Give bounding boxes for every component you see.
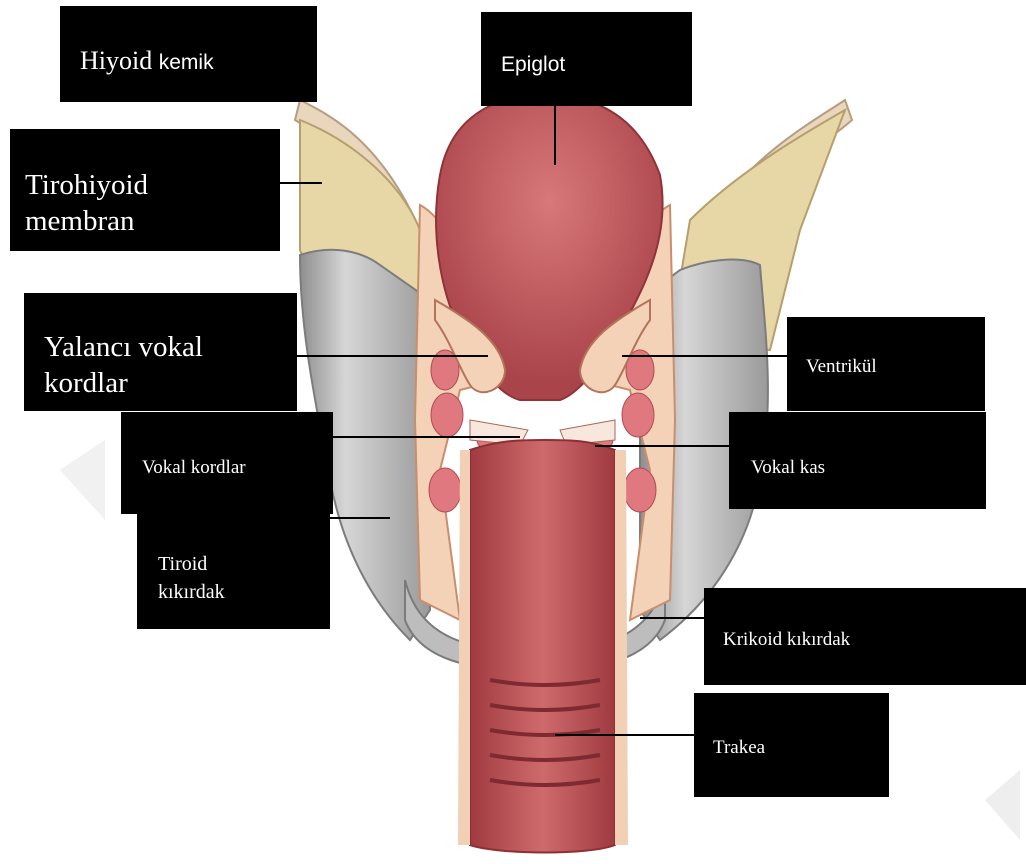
label-vokal-kordlar-text: Vokal kordlar (142, 456, 333, 480)
trachea-wall-left (458, 450, 470, 845)
muscle-left-2 (431, 393, 463, 437)
muscle-right-4 (624, 468, 656, 512)
label-hiyoid-word: Hiyoid (80, 46, 152, 75)
label-krikoid-text: Krikoid kıkırdak (723, 628, 1026, 652)
label-ventrikul: Ventrikül (787, 317, 985, 411)
label-yalanci-vokal-kordlar: Yalancı vokal kordlar (24, 293, 297, 411)
label-vokal-kordlar: Vokal kordlar (121, 412, 333, 514)
label-hiyoid-kemik: Hiyoid kemik (60, 6, 317, 102)
label-tirohiyoid-membran: Tirohiyoid membran (10, 129, 280, 251)
label-trakea-text: Trakea (713, 736, 889, 760)
label-epiglot: Epiglot (481, 12, 692, 106)
muscle-left-4 (429, 468, 461, 512)
label-tirohiyoid-text: Tirohiyoid membran (25, 167, 280, 239)
label-hiyoid-text: Hiyoid kemik (80, 46, 317, 78)
watermark-shape-right (985, 770, 1020, 840)
label-vokal-kas: Vokal kas (729, 412, 986, 509)
label-hiyoid-suffix: kemik (159, 51, 214, 74)
trachea (470, 440, 615, 853)
muscle-right-2 (622, 393, 654, 437)
label-vokal-kas-text: Vokal kas (751, 456, 986, 480)
label-trakea: Trakea (694, 693, 889, 797)
label-krikoid-kikirdak: Krikoid kıkırdak (704, 588, 1026, 685)
label-ventrikul-text: Ventrikül (806, 355, 985, 379)
label-tiroid-text: Tiroid kıkırdak (158, 550, 330, 606)
label-epiglot-text: Epiglot (501, 52, 692, 78)
trachea-wall-right (615, 450, 628, 845)
label-yalanci-text: Yalancı vokal kordlar (44, 329, 297, 401)
label-tiroid-kikirdak: Tiroid kıkırdak (137, 514, 330, 629)
watermark-shape-left (60, 440, 105, 520)
